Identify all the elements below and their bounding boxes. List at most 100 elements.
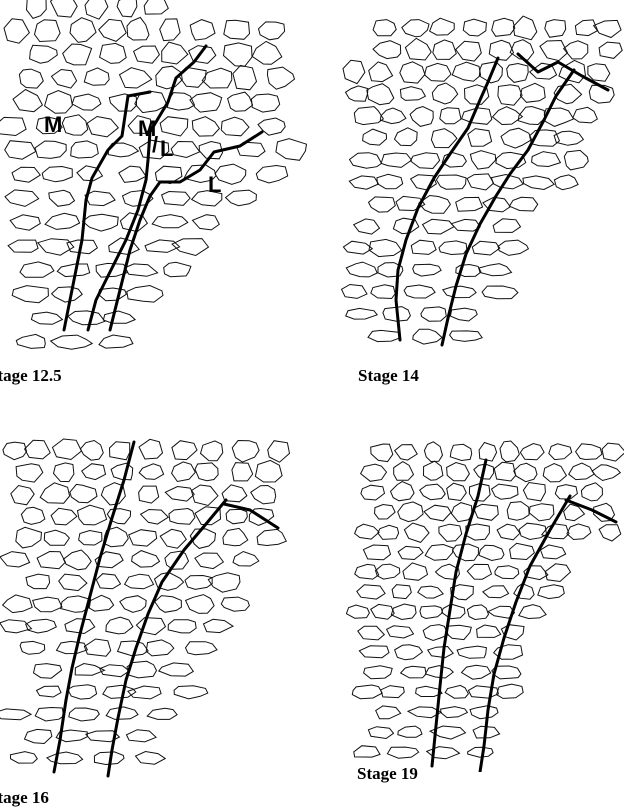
cell-outline <box>276 139 307 161</box>
cell-outline <box>70 484 97 502</box>
cell-outline <box>381 686 405 698</box>
cell-outline <box>456 41 482 61</box>
cell-outline <box>581 483 602 501</box>
cell-outline <box>442 604 465 619</box>
cell-outline <box>25 729 52 743</box>
cell-outline <box>495 566 519 579</box>
cell-outline <box>63 550 91 570</box>
cell-outline <box>226 190 257 206</box>
cell-outline <box>343 241 372 254</box>
cell-outline <box>343 60 365 83</box>
cell-outline <box>111 463 133 480</box>
cell-outline <box>80 441 103 461</box>
cell-outline <box>424 505 451 521</box>
cell-outline <box>509 197 537 211</box>
cell-outline <box>0 709 31 720</box>
cell-outline <box>467 564 491 579</box>
cell-outline <box>160 117 188 136</box>
cell-outline <box>470 151 495 169</box>
cell-outline <box>62 115 87 135</box>
cell-outline <box>84 639 110 656</box>
cell-outline <box>268 441 290 463</box>
cell-outline <box>355 524 380 539</box>
cell-outline <box>119 166 146 182</box>
cell-outline <box>447 463 470 481</box>
cell-outline <box>439 524 462 541</box>
cell-outline <box>394 462 414 481</box>
cell-outline <box>523 483 545 501</box>
cell-outline <box>136 752 166 765</box>
cell-outline <box>501 128 532 148</box>
cell-outline <box>375 505 396 520</box>
cell-outline <box>543 464 566 482</box>
cell-outline <box>393 218 418 233</box>
cell-outline <box>410 153 439 169</box>
cell-outline <box>492 484 519 499</box>
cell-outline <box>518 107 545 125</box>
cell-outline <box>160 19 180 41</box>
cell-outline <box>35 20 61 42</box>
cell-outline <box>538 585 565 599</box>
cell-outline <box>49 190 75 206</box>
cell-outline <box>85 191 115 206</box>
cell-outline <box>493 107 523 125</box>
cell-outline <box>540 41 568 61</box>
cell-outline <box>33 597 62 612</box>
cell-outline <box>456 197 483 211</box>
cell-outline <box>70 18 96 43</box>
cell-outline <box>256 166 287 184</box>
cell-outline <box>497 524 520 540</box>
cell-outline <box>168 620 196 633</box>
cell-outline <box>19 69 43 88</box>
cell-outline <box>468 747 494 757</box>
cell-outline <box>53 439 82 460</box>
cell-outline <box>467 174 494 190</box>
cell-outline <box>259 22 285 40</box>
cell-outline <box>164 262 191 276</box>
cell-outline <box>35 141 66 158</box>
cell-outline <box>493 219 520 233</box>
cell-outline <box>195 463 218 481</box>
cell-outline <box>21 507 45 524</box>
cell-outline <box>450 331 483 342</box>
cell-outline <box>132 551 160 568</box>
cell-outline <box>594 20 622 37</box>
cell-outline <box>555 485 577 500</box>
cell-outline <box>404 285 435 298</box>
cell-outline <box>87 117 118 137</box>
cell-outline <box>79 531 102 546</box>
cell-outline <box>26 619 57 633</box>
zone-boundary <box>224 504 278 528</box>
cell-outline <box>139 439 163 459</box>
cell-outline <box>42 167 72 182</box>
cell-outline <box>564 41 588 59</box>
cell-outline <box>52 70 77 89</box>
cell-outline <box>201 441 223 461</box>
cell-outline <box>72 94 101 110</box>
cell-outline <box>37 552 65 569</box>
cell-outline <box>8 240 38 252</box>
cell-outline <box>71 141 99 158</box>
zone-label-slash: / <box>152 132 158 158</box>
cell-outline <box>507 64 529 83</box>
cell-outline <box>125 574 154 589</box>
cell-outline <box>186 595 215 614</box>
cell-outline <box>410 107 433 127</box>
zone-boundary <box>54 442 134 772</box>
cell-outline <box>155 596 182 613</box>
cell-outline <box>411 240 436 254</box>
cell-outline <box>226 509 247 523</box>
cell-outline <box>160 529 186 548</box>
cell-outline <box>479 545 504 560</box>
cell-outline <box>420 606 443 619</box>
cell-outline <box>447 483 467 500</box>
cell-outline <box>88 595 113 611</box>
cell-outline <box>35 708 63 722</box>
cell-outline <box>376 564 400 579</box>
cell-outline <box>541 545 566 559</box>
cell-outline <box>494 462 515 481</box>
cell-outline <box>51 335 93 349</box>
cell-outline <box>20 641 45 654</box>
cell-outline <box>204 619 234 632</box>
cell-outline <box>127 730 157 742</box>
